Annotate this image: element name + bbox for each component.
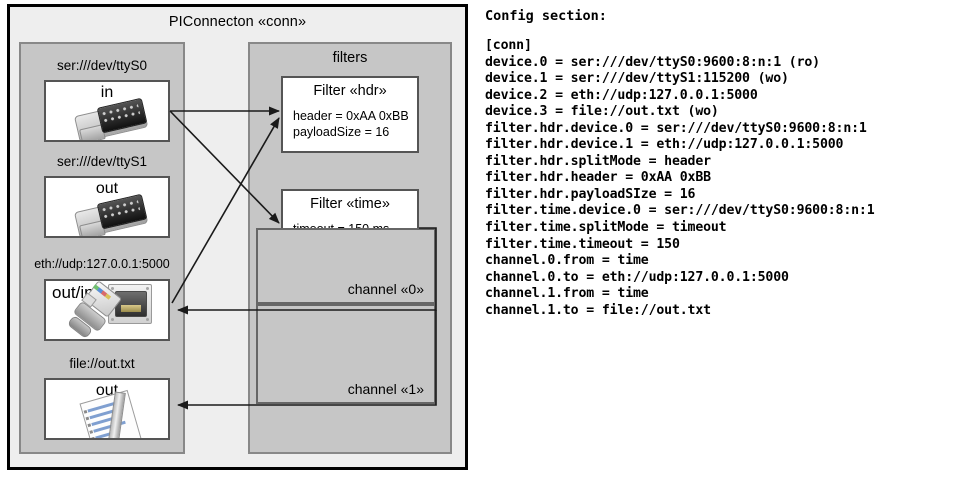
device-label-eth: eth://udp:127.0.0.1:5000: [34, 257, 170, 271]
outer-title: PIConnecton «conn»: [168, 14, 307, 30]
filter-props: header = 0xAA 0xBB payloadSize = 16: [293, 108, 409, 140]
config-section: Config section: [conn] device.0 = ser://…: [481, 0, 964, 484]
filter-title: Filter «hdr»: [313, 83, 387, 99]
ethernet-cable-plug-icon: [66, 281, 134, 339]
device-io-label: out: [95, 180, 119, 197]
device-box-file[interactable]: out: [44, 378, 170, 440]
device-label-ttys1: ser:///dev/ttyS1: [56, 154, 148, 169]
channel-1-region[interactable]: channel «1»: [256, 304, 436, 404]
device-label-ttys0: ser:///dev/ttyS0: [56, 58, 148, 73]
filters-panel-title: filters: [332, 50, 368, 66]
filter-box-hdr[interactable]: Filter «hdr» header = 0xAA 0xBB payloadS…: [281, 76, 419, 153]
channel-0-region[interactable]: channel «0»: [256, 228, 436, 304]
filter-prop: header = 0xAA 0xBB: [293, 109, 409, 123]
config-heading: Config section:: [485, 8, 607, 24]
device-label-file: file://out.txt: [69, 356, 135, 371]
device-box-ttys0[interactable]: in: [44, 80, 170, 142]
device-box-ttys1[interactable]: out: [44, 176, 170, 238]
device-box-eth[interactable]: out/in: [44, 279, 170, 341]
filter-title: Filter «time»: [310, 196, 390, 212]
filter-prop: payloadSize = 16: [293, 125, 390, 139]
serial-db9-icon: [73, 96, 151, 140]
config-text: [conn] device.0 = ser:///dev/ttyS0:9600:…: [485, 38, 875, 318]
channel-label: channel «0»: [347, 281, 424, 297]
channel-label: channel «1»: [347, 381, 424, 397]
serial-db9-icon: [73, 192, 151, 236]
device-io-label: in: [100, 84, 114, 101]
